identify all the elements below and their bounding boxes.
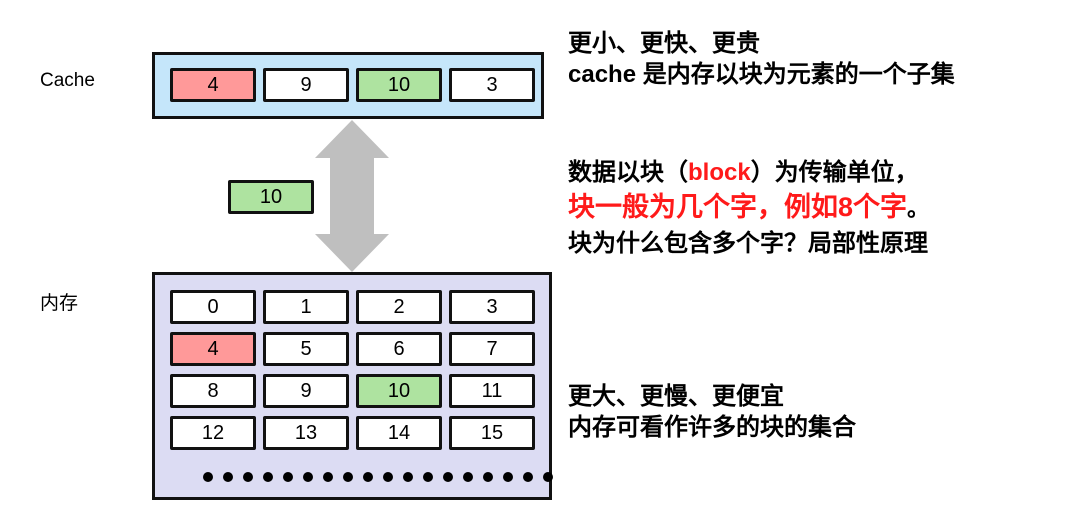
ellipsis-dot <box>363 472 373 482</box>
memory-block: 11 <box>449 374 535 408</box>
memory-block: 1 <box>263 290 349 324</box>
block-desc-line3: 块为什么包含多个字？局部性原理 <box>568 230 928 257</box>
memory-block: 2 <box>356 290 442 324</box>
block-size-emphasis: 块一般为几个字，例如8个字 <box>568 192 908 222</box>
cache-label: Cache <box>40 70 95 91</box>
ellipsis-dot <box>523 472 533 482</box>
ellipsis-dot <box>203 472 213 482</box>
cache-block: 10 <box>356 68 442 102</box>
block-desc-line2: 块一般为几个字，例如8个字。 <box>568 188 929 228</box>
block-description: 数据以块（block）为传输单位， 块一般为几个字，例如8个字。 块为什么包含多… <box>568 157 929 259</box>
memory-block: 12 <box>170 416 256 450</box>
ellipsis-dot <box>323 472 333 482</box>
ellipsis-dot <box>423 472 433 482</box>
memory-block: 15 <box>449 416 535 450</box>
cache-block: 9 <box>263 68 349 102</box>
ellipsis-dot <box>283 472 293 482</box>
memory-block: 14 <box>356 416 442 450</box>
ellipsis-dot <box>303 472 313 482</box>
ellipsis-dot <box>463 472 473 482</box>
memory-block: 0 <box>170 290 256 324</box>
ellipsis-dot <box>263 472 273 482</box>
ellipsis-dot <box>343 472 353 482</box>
ellipsis-dot <box>483 472 493 482</box>
ellipsis-dot <box>443 472 453 482</box>
ellipsis-dot <box>503 472 513 482</box>
cache-block: 3 <box>449 68 535 102</box>
cache-container: 4 9 10 3 <box>152 52 544 119</box>
transfer-block: 10 <box>228 180 314 214</box>
mem-desc-line1: 更大、更慢、更便宜 <box>568 383 784 410</box>
block-desc-pre: 数据以块（ <box>568 159 688 186</box>
ellipsis-dot <box>243 472 253 482</box>
block-desc-post: ）为传输单位， <box>750 159 919 186</box>
block-desc-line1: 数据以块（block）为传输单位， <box>568 157 929 188</box>
ellipsis-dot <box>543 472 553 482</box>
ellipsis-dot <box>383 472 393 482</box>
memory-block: 8 <box>170 374 256 408</box>
block-term: block <box>688 159 751 186</box>
memory-block: 10 <box>356 374 442 408</box>
ellipsis-dot <box>223 472 233 482</box>
memory-description: 更大、更慢、更便宜 内存可看作许多的块的集合 <box>568 381 856 443</box>
memory-block: 13 <box>263 416 349 450</box>
ellipsis-dot <box>403 472 413 482</box>
memory-label: 内存 <box>40 293 79 314</box>
cache-block: 4 <box>170 68 256 102</box>
cache-desc-line2: cache 是内存以块为元素的一个子集 <box>568 61 955 88</box>
memory-container: 0 1 2 3 4 5 6 7 8 9 10 11 12 13 14 15 <box>152 272 553 500</box>
double-arrow-vertical-icon <box>315 120 389 272</box>
block-desc-period: 。 <box>907 196 930 221</box>
cache-desc-line1: 更小、更快、更贵 <box>568 30 760 57</box>
cache-description: 更小、更快、更贵 cache 是内存以块为元素的一个子集 <box>568 28 955 90</box>
memory-block: 4 <box>170 332 256 366</box>
memory-block: 3 <box>449 290 535 324</box>
memory-block: 6 <box>356 332 442 366</box>
mem-desc-line2: 内存可看作许多的块的集合 <box>568 414 856 441</box>
memory-block: 9 <box>263 374 349 408</box>
memory-block: 7 <box>449 332 535 366</box>
ellipsis-dots <box>203 472 553 482</box>
memory-block: 5 <box>263 332 349 366</box>
